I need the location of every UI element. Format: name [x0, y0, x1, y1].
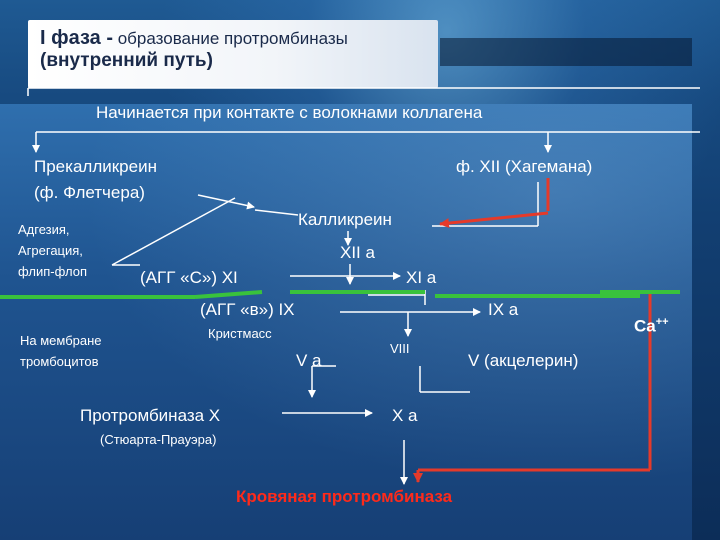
- adhesion-label: Адгезия,: [18, 222, 70, 237]
- factor-xia-label: XI а: [406, 268, 437, 287]
- christmas-label: Кристмасс: [208, 326, 272, 341]
- factor-xii-label: ф. XII (Хагемана): [456, 157, 593, 176]
- title-phase: I фаза -: [40, 27, 113, 49]
- factor-viii-label: VIII: [390, 341, 410, 356]
- calcium-label: Ca++: [634, 316, 669, 336]
- start-text: Начинается при контакте с волокнами колл…: [96, 103, 483, 122]
- kallikrein-label: Калликреин: [298, 210, 392, 229]
- accelerin-label: V (акцелерин): [468, 351, 579, 370]
- factor-ixa-label: IX а: [488, 300, 519, 319]
- factor-ix-label: (АГГ «в») IX: [200, 300, 295, 319]
- prothrombinase-x-label: Протромбиназа X: [80, 406, 221, 425]
- fletcher-factor-label: (ф. Флетчера): [34, 183, 145, 202]
- slide-title: I фаза - образование протромбиназы: [40, 27, 348, 50]
- factor-xa-label: X а: [392, 406, 418, 425]
- title-box: [28, 20, 438, 88]
- factor-xi-label: (АГГ «С») XI: [140, 268, 238, 287]
- title-line2: (внутренний путь): [40, 50, 213, 71]
- stuart-prower-label: (Стюарта-Прауэра): [100, 432, 217, 447]
- membrane-label: На мембране: [20, 333, 102, 348]
- prekallikrein-label: Прекалликреин: [34, 157, 157, 176]
- header-bar: [440, 38, 692, 66]
- content-panel: [0, 104, 692, 540]
- blood-prothrombinase-label: Кровяная протромбиназа: [236, 487, 453, 506]
- aggregation-label: Агрегация,: [18, 243, 83, 258]
- factor-xiia-label: XII а: [340, 243, 375, 262]
- platelets-label: тромбоцитов: [20, 354, 99, 369]
- factor-va-label: V а: [296, 351, 322, 370]
- flip-flop-label: флип-флоп: [18, 264, 88, 279]
- title-subtitle: образование протромбиназы: [113, 29, 348, 48]
